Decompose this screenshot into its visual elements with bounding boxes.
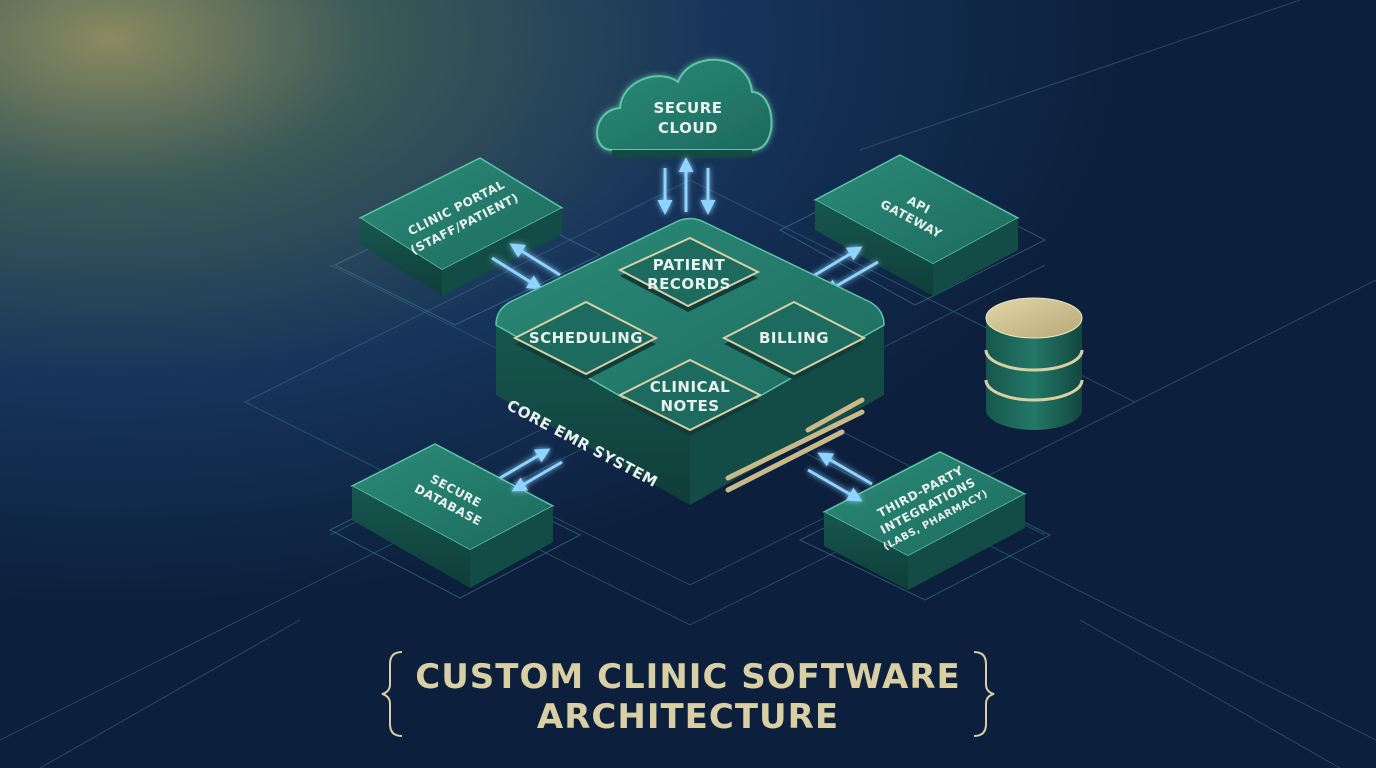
clinical-notes-line1: CLINICAL	[650, 378, 730, 396]
title-line1: CUSTOM CLINIC SOFTWARE	[415, 657, 960, 697]
scheduling-label: SCHEDULING	[529, 329, 643, 347]
core-emr-node	[495, 217, 885, 505]
cloud-label-line2: CLOUD	[658, 119, 718, 137]
module-billing	[721, 300, 867, 380]
patient-records-line2: RECORDS	[647, 275, 731, 293]
clinic-portal-node	[358, 157, 564, 296]
module-scheduling	[512, 300, 659, 380]
cloud-node	[596, 58, 773, 158]
third-party-arrows	[807, 452, 873, 502]
clinical-notes-line2: NOTES	[660, 397, 719, 415]
api-gateway-node	[813, 154, 1020, 296]
billing-label: BILLING	[759, 329, 829, 347]
third-party-node	[822, 451, 1027, 590]
module-patient-records	[617, 236, 761, 312]
cloud-label-line1: SECURE	[653, 99, 722, 117]
title-bracket-right	[973, 651, 995, 737]
database-node-arrows	[499, 448, 563, 492]
module-clinical-notes	[617, 358, 763, 436]
title-bracket-left	[381, 651, 403, 737]
title-line2: ARCHITECTURE	[537, 697, 839, 737]
portal-arrows	[491, 243, 561, 290]
cloud-arrows	[657, 157, 716, 215]
patient-records-line1: PATIENT	[653, 256, 726, 274]
secure-database-node	[350, 443, 555, 588]
database-cylinder-icon	[984, 297, 1084, 430]
